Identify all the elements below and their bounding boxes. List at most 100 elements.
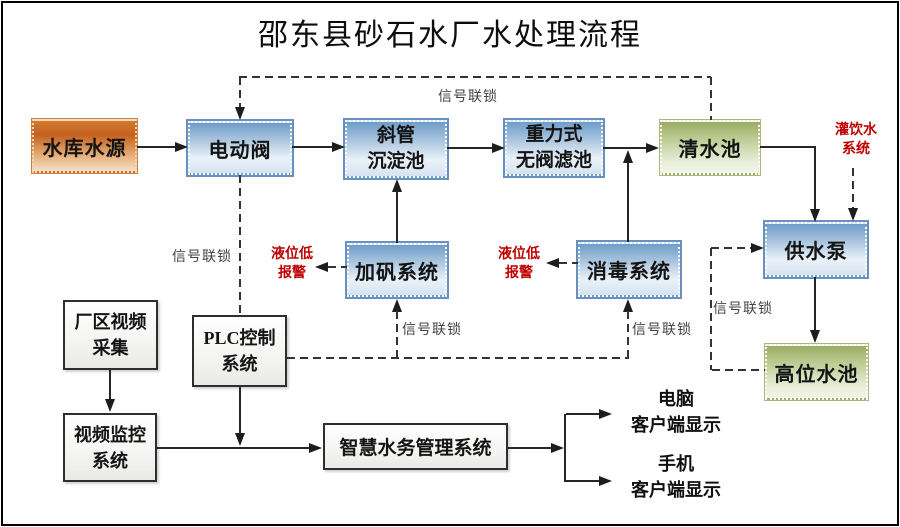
- irrigation-line: [852, 168, 854, 208]
- node-sedimentation-tank: 斜管 沉淀池: [345, 120, 447, 178]
- flow-line-smartwater-out: [508, 447, 551, 449]
- arrowhead-left-icon: [315, 262, 328, 272]
- node-label-line2: 无阀滤池: [515, 150, 592, 171]
- flow-line-dosing-sedimentation: [396, 191, 398, 243]
- interlock-line-plc-disinfection: [627, 311, 629, 357]
- node-label-line2: 沉淀池: [367, 151, 425, 172]
- node-label: 智慧水务管理系统: [339, 438, 492, 459]
- signal-interlock-label-top: 信号联锁: [438, 90, 498, 105]
- alarm-line-dosing: [328, 266, 347, 268]
- irrigation-label-line1: 灌饮水: [835, 123, 877, 138]
- arrowhead-up-icon: [392, 299, 402, 312]
- arrowhead-left-icon: [546, 258, 559, 268]
- flow-line-to-pc-client: [566, 413, 600, 415]
- low-level-alarm-label-disinfection: 液位低 报警: [489, 245, 549, 283]
- flow-line-clearpool-pump-h: [760, 146, 816, 148]
- arrowhead-right-icon: [309, 443, 322, 453]
- node-label: 加矾系统: [355, 261, 439, 284]
- arrowhead-down-icon: [810, 330, 820, 343]
- node-smart-water-system: 智慧水务管理系统: [323, 423, 508, 470]
- node-label: 消毒系统: [587, 261, 671, 283]
- pc-client-display-label: 电脑 客户端显示: [624, 386, 728, 438]
- arrowhead-up-icon: [392, 179, 402, 192]
- arrowhead-down-icon: [235, 107, 245, 120]
- node-label: 清水池: [678, 139, 742, 161]
- node-reservoir: 水库水源: [32, 119, 137, 173]
- node-label: 水库水源: [42, 137, 127, 160]
- alarm-label-line1: 液位低: [498, 247, 540, 262]
- arrowhead-down-icon: [235, 433, 245, 446]
- flow-line-filter-clearpool: [603, 147, 646, 149]
- interlock-line-elevated-out: [712, 369, 765, 371]
- flow-line-monitor-smartwater: [157, 447, 310, 449]
- node-alum-dosing: 加矾系统: [347, 243, 447, 297]
- node-video-monitor: 视频监控 系统: [63, 413, 157, 482]
- node-label-line1: 厂区视频: [74, 312, 147, 332]
- arrowhead-down-icon: [848, 208, 858, 221]
- flow-line-to-phone-client: [566, 480, 600, 482]
- node-label-line1: 视频监控: [74, 424, 146, 445]
- interlock-line-plc-bottom: [287, 357, 629, 359]
- interlock-line-top-valve: [239, 77, 241, 107]
- phone-client-display-label: 手机 客户端显示: [624, 451, 728, 503]
- node-label: 供水泵: [784, 241, 848, 263]
- pc-client-line2: 客户端显示: [631, 415, 721, 435]
- diagram-title: 邵东县砂石水厂水处理流程: [258, 19, 642, 52]
- node-elevated-pool: 高位水池: [765, 344, 868, 400]
- node-label-line1: 重力式: [525, 124, 583, 145]
- arrowhead-right-icon: [332, 142, 345, 152]
- alarm-label-line2: 报警: [278, 266, 306, 281]
- interlock-line-valve-plc: [239, 175, 241, 315]
- interlock-line-top-clearpool: [710, 77, 712, 120]
- node-gravity-filter: 重力式 无阀滤池: [505, 120, 603, 176]
- arrowhead-up-icon: [623, 150, 633, 163]
- arrowhead-right-icon: [599, 476, 612, 486]
- interlock-line-plc-dosing: [396, 311, 398, 357]
- flow-line-plc-down: [239, 387, 241, 433]
- flow-line-pump-elevated: [814, 277, 816, 330]
- phone-client-line1: 手机: [658, 454, 694, 474]
- flow-line-clearpool-pump-v: [814, 146, 816, 209]
- irrigation-label-line2: 系统: [842, 142, 870, 157]
- alarm-label-line2: 报警: [505, 266, 533, 281]
- flow-line-valve-sedimentation: [292, 146, 332, 148]
- interlock-line-to-pump: [711, 247, 751, 249]
- arrowhead-right-icon: [751, 243, 764, 253]
- node-water-pump: 供水泵: [765, 222, 867, 277]
- arrowhead-up-icon: [623, 299, 633, 312]
- arrowhead-right-icon: [175, 142, 188, 152]
- arrowhead-right-icon: [551, 443, 564, 453]
- signal-interlock-label-dosing: 信号联锁: [402, 323, 462, 338]
- node-video-capture: 厂区视频 采集: [63, 300, 158, 370]
- arrowhead-right-icon: [599, 409, 612, 419]
- flow-line-client-branch: [564, 414, 566, 482]
- irrigation-system-label: 灌饮水 系统: [827, 121, 885, 159]
- flow-line-disinfection-main: [627, 162, 629, 242]
- low-level-alarm-label-dosing: 液位低 报警: [262, 245, 322, 283]
- node-label: 高位水池: [774, 363, 859, 386]
- flow-line-reservoir-valve: [137, 146, 175, 148]
- node-label-line2: 采集: [92, 338, 129, 358]
- node-electric-valve: 电动阀: [188, 121, 292, 175]
- signal-interlock-label-disinfection: 信号联锁: [632, 323, 692, 338]
- node-plc-control: PLC控制 系统: [192, 315, 287, 387]
- arrowhead-right-icon: [646, 143, 659, 153]
- flow-line-sedimentation-filter: [447, 147, 492, 149]
- arrowhead-down-icon: [105, 399, 115, 412]
- signal-interlock-label-valve: 信号联锁: [172, 250, 232, 265]
- node-label-line1: 斜管: [376, 125, 415, 146]
- node-label-line1: PLC控制: [203, 328, 276, 348]
- node-label-line2: 系统: [221, 354, 258, 374]
- alarm-line-disinfection: [559, 262, 578, 264]
- node-label: 电动阀: [208, 139, 272, 162]
- phone-client-line2: 客户端显示: [631, 480, 721, 500]
- node-clear-water-pool: 清水池: [660, 120, 760, 175]
- arrowhead-down-icon: [810, 209, 820, 222]
- interlock-line-elevated-up: [710, 248, 712, 370]
- signal-interlock-label-pump: 信号联锁: [713, 302, 773, 317]
- alarm-label-line1: 液位低: [271, 247, 313, 262]
- arrowhead-right-icon: [492, 143, 505, 153]
- node-label-line2: 系统: [92, 450, 128, 471]
